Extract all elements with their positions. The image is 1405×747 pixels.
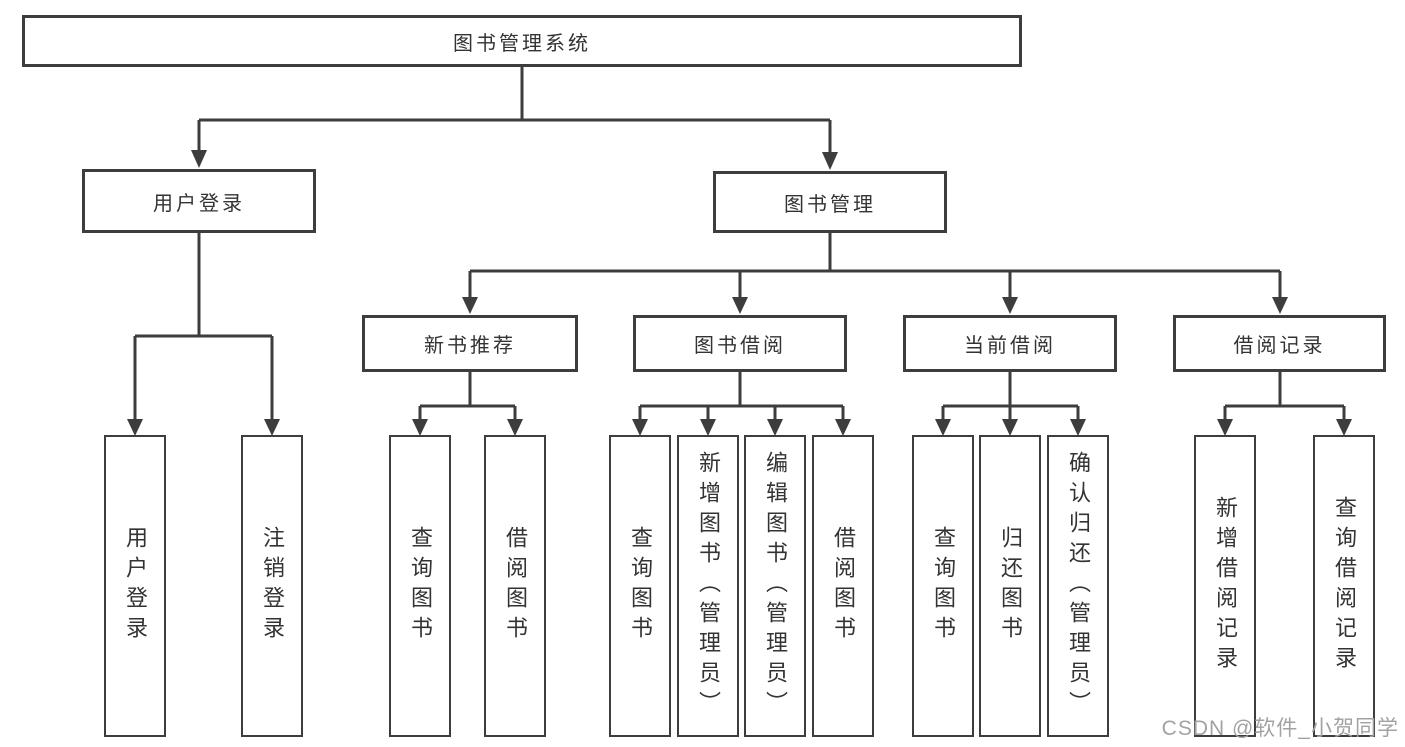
leaf-add-books-admin: 新增图书（管理员） — [677, 435, 739, 737]
leaf-query-borrow-record: 查询借阅记录 — [1313, 435, 1375, 737]
node-new-book-recommendation: 新书推荐 — [362, 315, 578, 372]
leaf-query-books-recommend: 查询图书 — [389, 435, 451, 737]
leaf-confirm-return-admin: 确认归还（管理员） — [1047, 435, 1109, 737]
leaf-query-books-borrowing: 查询图书 — [609, 435, 671, 737]
csdn-watermark: CSDN @软件_小贺同学 — [1161, 717, 1399, 740]
leaf-logout: 注销登录 — [241, 435, 303, 737]
node-library-management-system: 图书管理系统 — [22, 15, 1022, 67]
node-book-borrowing: 图书借阅 — [633, 315, 847, 372]
leaf-return-books: 归还图书 — [979, 435, 1041, 737]
leaf-edit-books-admin: 编辑图书（管理员） — [744, 435, 806, 737]
leaf-borrow-books-borrowing: 借阅图书 — [812, 435, 874, 737]
leaf-query-books-current: 查询图书 — [912, 435, 974, 737]
leaf-user-login: 用户登录 — [104, 435, 166, 737]
leaf-borrow-books-recommend: 借阅图书 — [484, 435, 546, 737]
arrowheads — [127, 150, 1352, 436]
node-borrowing-records: 借阅记录 — [1173, 315, 1386, 372]
leaf-add-borrow-record: 新增借阅记录 — [1194, 435, 1256, 737]
node-user-login: 用户登录 — [82, 169, 316, 233]
node-book-management: 图书管理 — [713, 171, 947, 233]
node-current-borrowing: 当前借阅 — [903, 315, 1117, 372]
